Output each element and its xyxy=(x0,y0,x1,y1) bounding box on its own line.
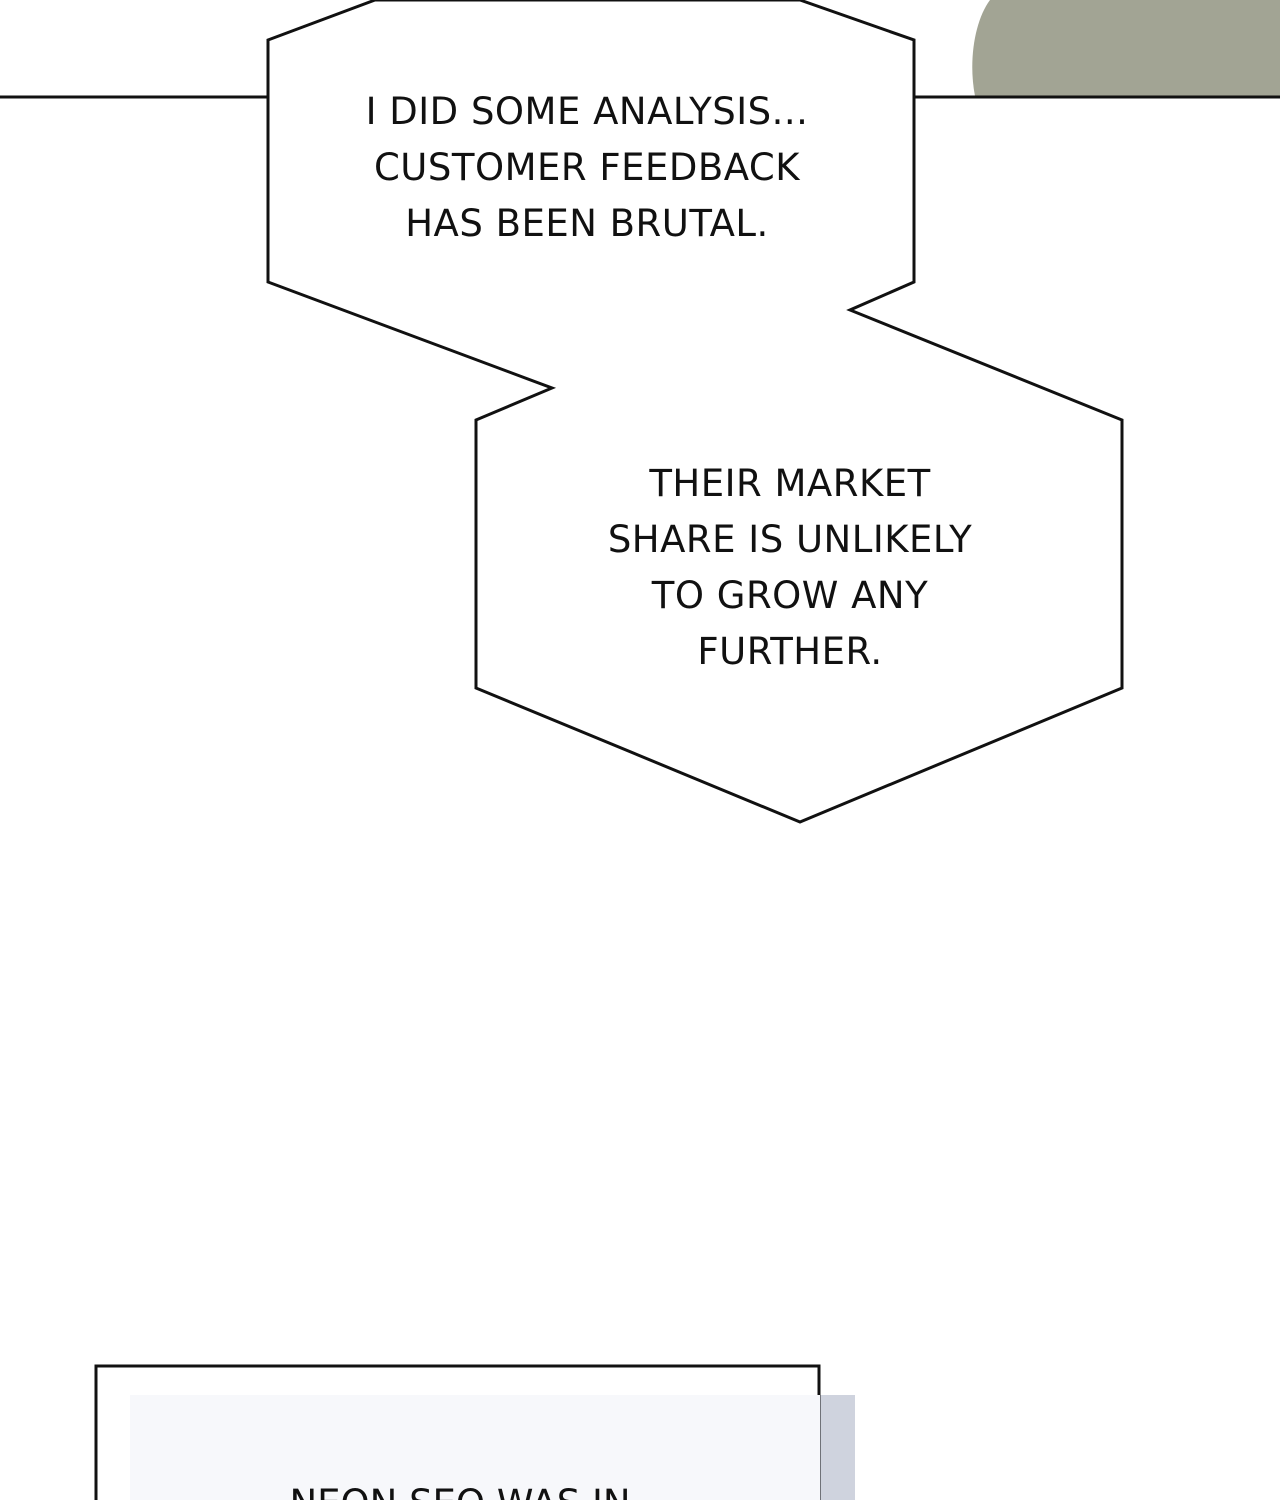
bubble-1-line-3: HAS BEEN BRUTAL. xyxy=(405,202,769,245)
bubble-2-line-2: SHARE IS UNLIKELY xyxy=(607,518,973,561)
bubble-1-line-2: CUSTOMER FEEDBACK xyxy=(373,146,801,189)
speech-bubble-1-text: I DID SOME ANALYSIS... CUSTOMER FEEDBACK… xyxy=(287,84,887,252)
caption-box-inner xyxy=(130,1395,820,1500)
gray-background-shape xyxy=(972,0,1280,96)
speech-bubble-1 xyxy=(266,0,1124,824)
bubble-2-line-1: THEIR MARKET xyxy=(649,462,931,505)
bubble-2-line-3: TO GROW ANY xyxy=(651,574,929,617)
caption-box-text: NEON SEO WAS IN xyxy=(150,1482,770,1500)
bubble-2-line-4: FURTHER. xyxy=(697,630,883,673)
bubble-1-line-1: I DID SOME ANALYSIS... xyxy=(365,90,809,133)
speech-bubble-2-text: THEIR MARKET SHARE IS UNLIKELY TO GROW A… xyxy=(490,456,1090,680)
